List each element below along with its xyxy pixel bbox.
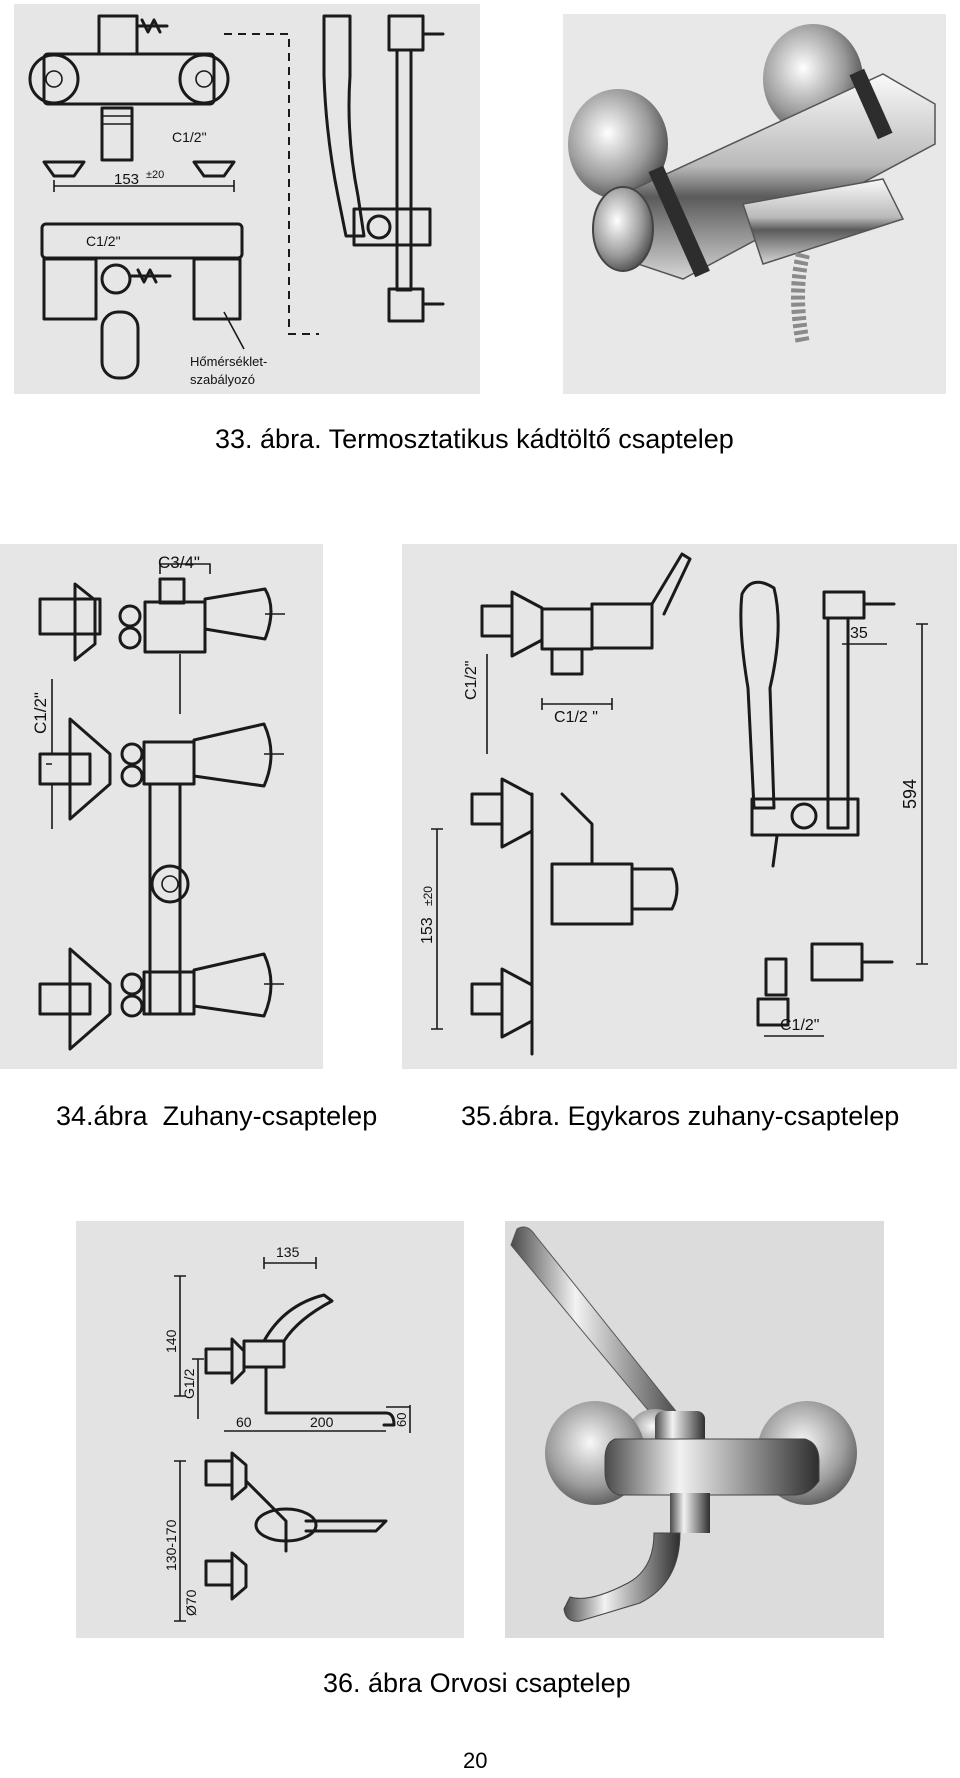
figure-36-caption: 36. ábra Orvosi csaptelep <box>323 1668 631 1698</box>
figure-36-label-200: 200 <box>310 1414 334 1430</box>
figure-36-label-d70: Ø70 <box>183 1589 199 1616</box>
figure-35-label-35: 35 <box>850 625 868 642</box>
figure-34-label-c34: C3/4" <box>158 553 200 572</box>
figure-35-caption: 35.ábra. Egykaros zuhany-csaptelep <box>461 1101 900 1131</box>
figure-33-label-tolerance: ±20 <box>146 169 164 181</box>
figure-35-label-c12-horizontal: C1/2 " <box>554 709 598 726</box>
figure-35-technical-drawing: C1/2" C1/2 " 35 594 153 ±20 C1/2" <box>402 544 957 1069</box>
figure-35-label-153: 153 <box>419 917 436 944</box>
figure-34-caption: 34.ábra Zuhany-csaptelep <box>56 1101 378 1131</box>
figure-33-technical-drawing: C1/2" 153 ±20 C1/2" Hőmérséklet- szabály… <box>14 4 480 394</box>
figure-35-label-c12-vertical: C1/2" <box>463 661 480 700</box>
figure-33-label-thermostat-2: szabályozó <box>190 372 255 387</box>
figure-33-label-153: 153 <box>114 171 139 188</box>
figure-36-label-60-horizontal: 60 <box>236 1414 252 1430</box>
figure-36-label-g12: G1/2 <box>181 1368 197 1399</box>
figure-34-label-c12: C1/2" <box>31 692 50 734</box>
figure-33-photo <box>563 14 946 394</box>
figure-35-label-c12-bottom: C1/2" <box>780 1017 819 1034</box>
figure-36-label-135: 135 <box>276 1244 300 1260</box>
figure-36-photo <box>505 1221 884 1638</box>
figure-36-label-60-vertical: 60 <box>394 1413 409 1427</box>
figure-33-label-thermostat-1: Hőmérséklet- <box>190 354 267 369</box>
figure-35-label-tolerance: ±20 <box>421 886 435 906</box>
figure-33-caption: 33. ábra. Termosztatikus kádtöltő csapte… <box>215 424 734 454</box>
figure-33-label-c12-mid: C1/2" <box>86 233 121 249</box>
figure-36-technical-drawing: 135 140 G1/2 60 200 60 130-170 Ø70 <box>76 1221 464 1638</box>
figure-35-label-594: 594 <box>900 779 920 809</box>
figure-33-label-c12-top: C1/2" <box>172 129 207 145</box>
figure-34-technical-drawing: C3/4" C1/2" <box>0 544 323 1069</box>
figure-36-label-130-170: 130-170 <box>163 1519 179 1571</box>
page-number: 20 <box>463 1748 488 1773</box>
figure-36-label-140: 140 <box>163 1329 179 1353</box>
